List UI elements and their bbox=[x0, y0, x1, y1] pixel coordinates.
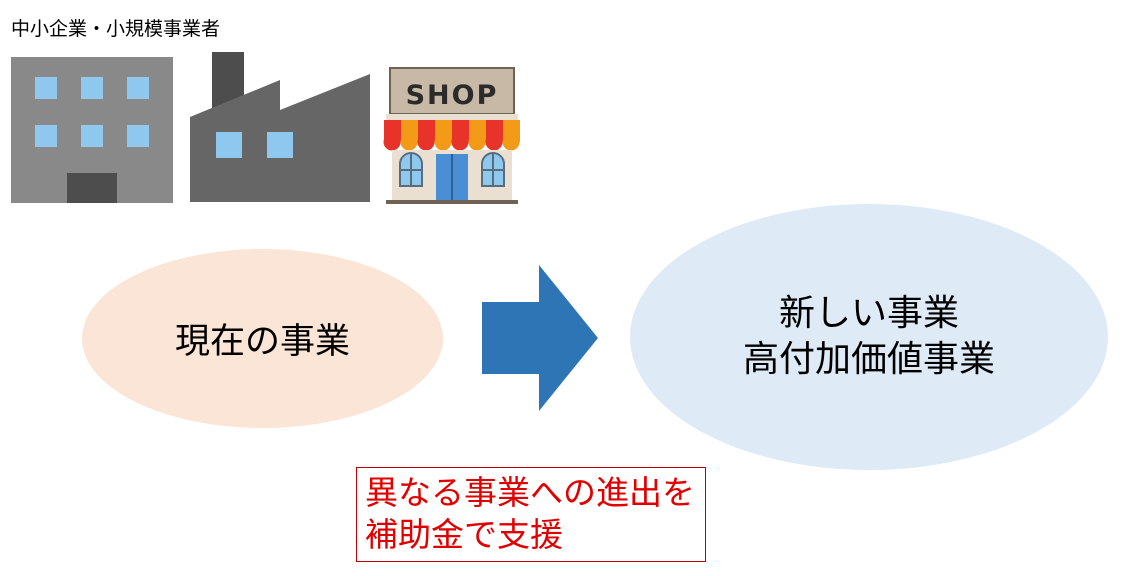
new-business-title: 新しい事業 bbox=[778, 293, 959, 334]
current-business-ellipse: 現在の事業 bbox=[82, 249, 443, 428]
support-text-line1: 異なる事業への進出を bbox=[365, 473, 695, 512]
office-building-icon bbox=[11, 57, 173, 207]
current-business-label: 現在の事業 bbox=[174, 322, 350, 362]
high-value-business-label: 高付加価値事業 bbox=[742, 339, 995, 380]
support-text-line2: 補助金で支援 bbox=[365, 515, 563, 554]
new-business-ellipse: 新しい事業 高付加価値事業 bbox=[630, 204, 1108, 470]
subsidy-support-box: 異なる事業への進出を 補助金で支援 bbox=[356, 467, 706, 562]
category-label: 中小企業・小規模事業者 bbox=[11, 18, 221, 40]
shop-icon: SHOP bbox=[378, 66, 526, 208]
shop-sign-text: SHOP bbox=[406, 80, 499, 111]
factory-icon bbox=[190, 52, 370, 206]
right-arrow-icon bbox=[482, 265, 598, 415]
